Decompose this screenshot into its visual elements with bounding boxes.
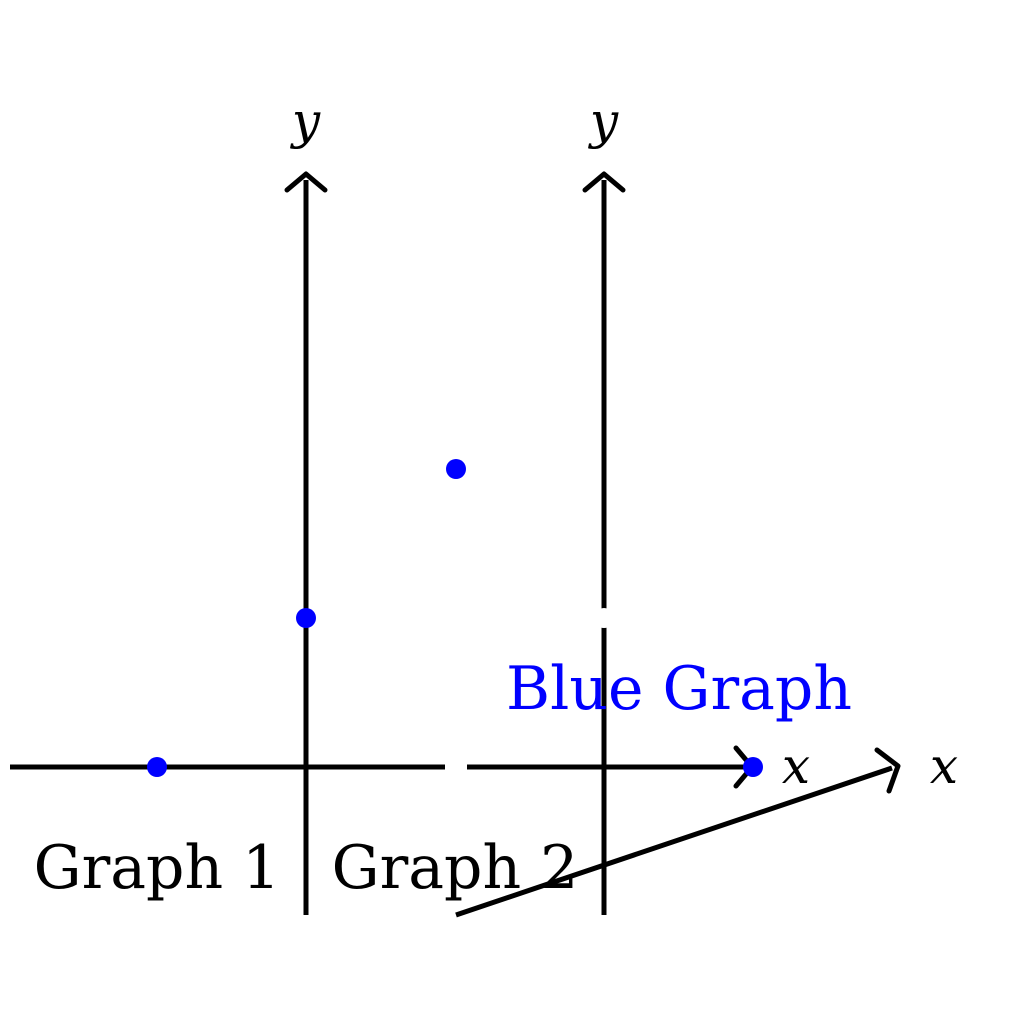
- graph-2-y-axis-label: y: [588, 92, 619, 150]
- blue-graph-annotation: Blue Graph: [506, 654, 852, 724]
- graph-2-point-end: [743, 757, 763, 777]
- graph-2-y-arrowhead: [582, 171, 626, 193]
- slanted-x-arrowhead: [874, 747, 901, 794]
- graph-1: y Graph 1: [10, 92, 466, 915]
- graph-2-label: Graph 2: [332, 833, 579, 903]
- graph-2-x-axis-label: x: [782, 737, 810, 795]
- graph-1-point-b: [296, 608, 316, 628]
- graph-1-y-arrowhead: [284, 171, 328, 193]
- slanted-x-axis: [455, 765, 893, 918]
- slanted-x-axis-label: x: [930, 737, 958, 795]
- graph-1-point-a: [147, 757, 167, 777]
- graph-1-point-c: [446, 459, 466, 479]
- graph-1-y-axis-label: y: [290, 92, 321, 150]
- slanted-axis: x: [455, 737, 958, 918]
- graph-2: y x Graph 2: [332, 92, 810, 915]
- graph-1-label: Graph 1: [34, 833, 281, 903]
- graph-2-point-open: [594, 608, 614, 628]
